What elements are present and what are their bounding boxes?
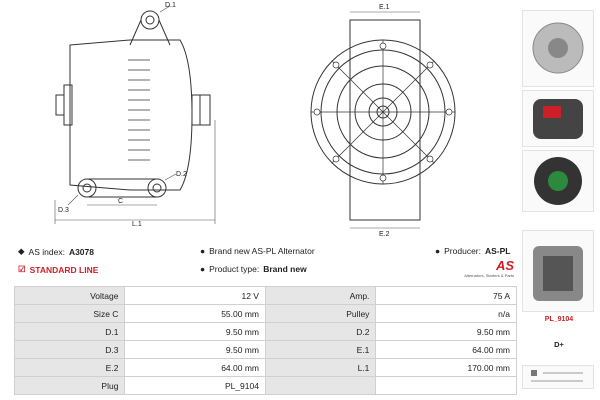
product-photo-1[interactable] — [522, 10, 594, 87]
table-row: D.1 9.50 mm D.2 9.50 mm — [13, 322, 517, 341]
as-logo-text: AS — [495, 258, 514, 273]
table-row: Plug PL_9104 — [13, 376, 517, 395]
spec-label: D.1 — [13, 322, 126, 341]
spec-value: 170.00 mm — [375, 358, 517, 377]
label-d3: D.3 — [58, 207, 69, 214]
producer-row: ● Producer: AS-PL — [435, 246, 511, 256]
table-row: D.3 9.50 mm E.1 64.00 mm — [13, 340, 517, 359]
spec-value: 9.50 mm — [375, 322, 517, 341]
as-index-label: AS index: — [28, 246, 65, 257]
spec-value: n/a — [375, 304, 517, 323]
spec-value: 64.00 mm — [375, 340, 517, 359]
brand-text: Brand new AS-PL Alternator — [209, 246, 315, 256]
spec-label: Pulley — [264, 304, 377, 323]
label-e1: E.1 — [379, 4, 390, 11]
spec-label: D.2 — [264, 322, 377, 341]
spec-value: 75 A — [375, 286, 517, 305]
table-row: Size C 55.00 mm Pulley n/a — [13, 304, 517, 323]
plug-diagram — [522, 365, 594, 389]
front-view-drawing: E.1 E.2 — [310, 4, 456, 238]
spec-label: Plug — [13, 376, 126, 395]
standard-line-label: STANDARD LINE — [29, 264, 99, 275]
label-l1: L.1 — [132, 221, 142, 228]
spec-label — [264, 376, 377, 395]
label-c: C — [118, 198, 123, 205]
specs-table: Voltage 12 V Amp. 75 A Size C 55.00 mm P… — [13, 286, 517, 395]
product-photo-3[interactable] — [522, 150, 594, 212]
product-type-value: Brand new — [263, 264, 307, 274]
brand-row: ● Brand new AS-PL Alternator — [200, 246, 315, 256]
info-icon: ● — [200, 246, 206, 256]
check-icon: ☑ — [18, 264, 26, 274]
spec-label: E.1 — [264, 340, 377, 359]
spec-value: 9.50 mm — [124, 340, 266, 359]
info-icon: ● — [435, 246, 441, 256]
spec-value: PL_9104 — [124, 376, 266, 395]
spec-label: Voltage — [13, 286, 126, 305]
label-d1: D.1 — [165, 2, 176, 9]
product-photo-2[interactable] — [522, 90, 594, 147]
plug-code-label: PL_9104 — [544, 316, 574, 323]
producer-value: AS-PL — [485, 246, 511, 256]
spec-label: Amp. — [264, 286, 377, 305]
spec-value: 9.50 mm — [124, 322, 266, 341]
spec-label: L.1 — [264, 358, 377, 377]
as-logo: AS Alternators, Starters & Parts — [462, 258, 514, 278]
product-type-row: ● Product type: Brand new — [200, 264, 307, 274]
as-index-value: A3078 — [68, 246, 94, 257]
as-logo-tagline: Alternators, Starters & Parts — [464, 273, 514, 278]
standard-line-row: ☑ STANDARD LINE — [18, 264, 98, 275]
spec-value: 55.00 mm — [124, 304, 266, 323]
spec-label: D.3 — [13, 340, 126, 359]
side-view-drawing: D.1 D.2 D.3 C L.1 — [54, 2, 216, 228]
product-type-label: Product type: — [209, 264, 260, 274]
as-index-row: ◆ AS index: A3078 — [18, 246, 94, 257]
info-icon: ● — [200, 264, 206, 274]
tag-icon: ◆ — [18, 246, 25, 256]
table-row: E.2 64.00 mm L.1 170.00 mm — [13, 358, 517, 377]
producer-label: Producer: — [444, 246, 481, 256]
spec-label: E.2 — [13, 358, 126, 377]
plug-terminal-label: D+ — [554, 340, 564, 349]
spec-value — [375, 376, 517, 395]
product-photo-4[interactable] — [522, 230, 594, 312]
label-d2: D.2 — [176, 171, 187, 178]
spec-value: 64.00 mm — [124, 358, 266, 377]
spec-value: 12 V — [124, 286, 266, 305]
label-e2: E.2 — [379, 231, 390, 238]
table-row: Voltage 12 V Amp. 75 A — [13, 286, 517, 305]
spec-label: Size C — [13, 304, 126, 323]
